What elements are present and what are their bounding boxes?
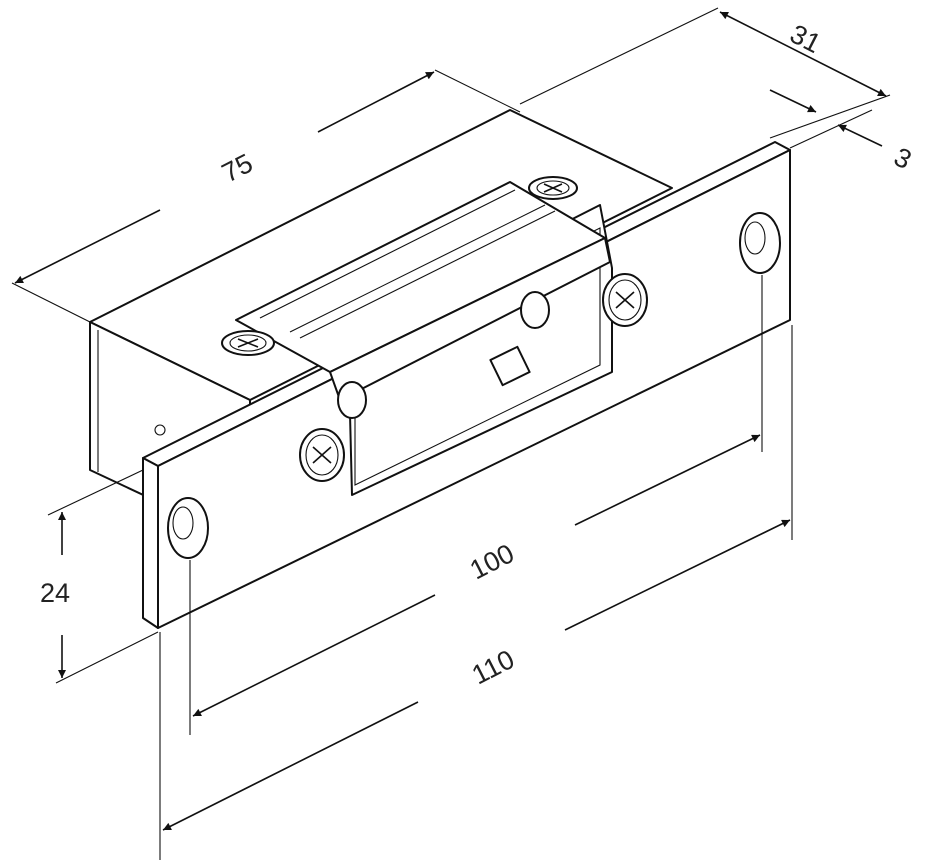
screw-icon bbox=[299, 428, 345, 482]
screw-icon bbox=[221, 330, 275, 356]
dimension-label-75: 75 bbox=[217, 148, 257, 188]
dimension-lines bbox=[11, 7, 891, 860]
mounting-hole-right bbox=[739, 212, 781, 274]
dimension-label-31: 31 bbox=[785, 19, 825, 59]
screw-icon bbox=[528, 176, 578, 200]
screw-icon bbox=[602, 273, 648, 327]
dimension-label-24: 24 bbox=[40, 578, 70, 608]
mounting-hole-left bbox=[167, 497, 209, 559]
dimension-label-100: 100 bbox=[465, 538, 519, 585]
dimension-label-3: 3 bbox=[889, 142, 916, 176]
latch bbox=[235, 181, 611, 419]
dimension-label-110: 110 bbox=[467, 644, 519, 690]
screws bbox=[221, 176, 648, 482]
